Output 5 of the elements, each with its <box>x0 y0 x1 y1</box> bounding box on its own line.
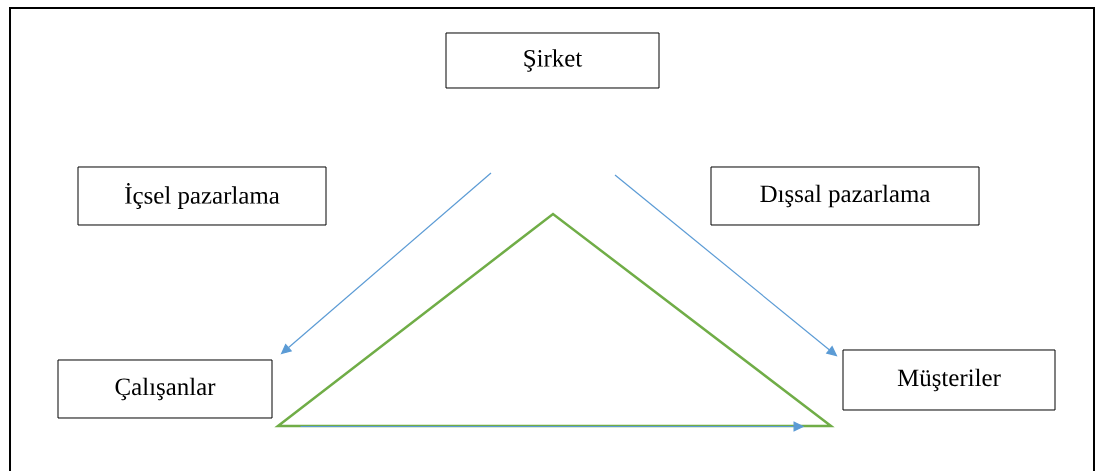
text-box: Dışsal pazarlama <box>710 166 980 226</box>
text-box: Çalışanlar <box>57 359 273 419</box>
text-box: Şirket <box>445 32 660 89</box>
text-box: İçsel pazarlama <box>77 166 327 226</box>
text-box: Müşteriler <box>842 349 1056 411</box>
